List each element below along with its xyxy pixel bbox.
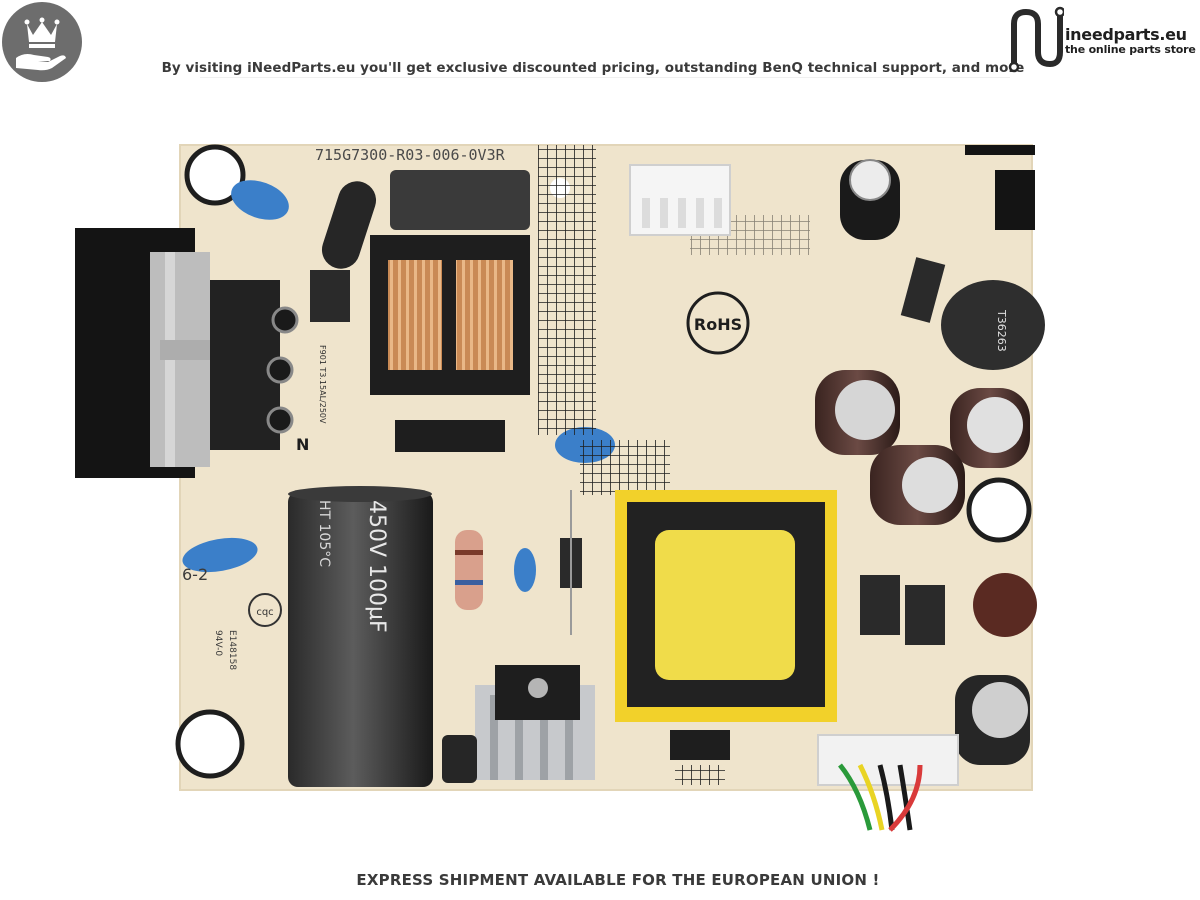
- crown-badge-icon: [2, 2, 82, 82]
- date-code: 6-2: [182, 565, 208, 584]
- brand-logo[interactable]: ineedparts.eu the online parts store: [1004, 2, 1196, 76]
- output-connector: [817, 734, 959, 786]
- output-inductor: T36263: [941, 280, 1045, 370]
- brand-subtitle: the online parts store: [1065, 43, 1196, 56]
- svg-text:cqc: cqc: [256, 607, 273, 618]
- bulk-capacitor-rating: 450V 100µF: [364, 500, 389, 633]
- brand-name: ineedparts.eu: [1065, 25, 1187, 44]
- inductor-label: T36263: [995, 309, 1008, 352]
- shipping-banner: EXPRESS SHIPMENT AVAILABLE FOR THE EUROP…: [356, 871, 880, 889]
- rohs-mark: RoHS: [694, 315, 742, 334]
- flammability-rating: 94V-0: [213, 630, 223, 656]
- main-bulk-capacitor: 450V 100µF HT 105°C: [288, 486, 433, 787]
- ineedparts-logo-icon: [1008, 6, 1064, 73]
- fuse-label: F901 T3.15AL/250V: [318, 345, 327, 424]
- promo-tagline: By visiting iNeedParts.eu you'll get exc…: [161, 60, 1025, 76]
- board-model-silkscreen: 715G7300-R03-006-0V3R: [315, 146, 506, 164]
- header-divider: [200, 77, 1010, 78]
- svg-text:N: N: [296, 435, 309, 454]
- ul-mark: E148158: [227, 630, 237, 670]
- bulk-capacitor-temp: HT 105°C: [316, 500, 332, 567]
- product-image-power-board: N F901 T3.15AL/250V RoHS 715G: [70, 140, 1070, 840]
